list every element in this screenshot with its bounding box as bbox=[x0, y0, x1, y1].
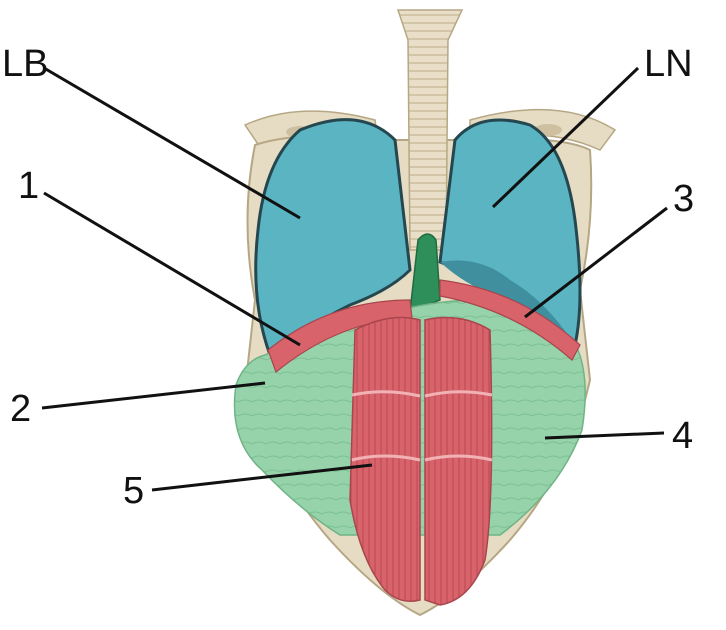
leader-line-5 bbox=[151, 463, 373, 492]
diaphragm-band-right bbox=[439, 279, 581, 361]
label-ln: LN bbox=[644, 43, 693, 85]
leader-line-3 bbox=[524, 206, 668, 319]
leader-lines bbox=[41, 66, 668, 492]
leader-line-1 bbox=[43, 191, 301, 347]
heart-structure bbox=[409, 233, 441, 314]
label-2: 2 bbox=[10, 388, 32, 430]
label-1: 1 bbox=[18, 165, 40, 207]
label-3: 3 bbox=[673, 178, 695, 220]
leader-line-lb bbox=[43, 66, 301, 220]
label-5: 5 bbox=[123, 470, 145, 512]
label-lb: LB bbox=[2, 43, 49, 85]
leader-line-ln bbox=[491, 66, 640, 209]
leader-line-4 bbox=[544, 431, 665, 440]
label-4: 4 bbox=[672, 415, 694, 457]
rectus-muscle bbox=[349, 316, 493, 606]
leader-line-2 bbox=[41, 381, 266, 410]
right-lung-shadow bbox=[440, 260, 575, 345]
